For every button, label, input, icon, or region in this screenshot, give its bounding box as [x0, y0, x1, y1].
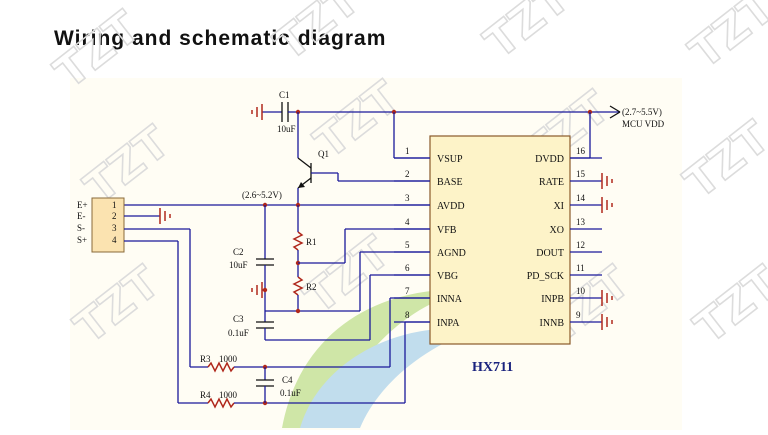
pin-name: INNB	[540, 318, 565, 329]
r4-ref: R4	[200, 390, 211, 400]
c1-ref: C1	[279, 90, 290, 100]
pin-num: 12	[576, 240, 585, 250]
watermark: TZT	[680, 0, 768, 79]
pin-name: BASE	[437, 177, 463, 188]
pin-num: 3	[405, 193, 410, 203]
pin-num: 1	[405, 146, 410, 156]
pin-name: RATE	[539, 177, 564, 188]
load-cell-connector	[91, 197, 125, 253]
pin-num: 4	[405, 217, 410, 227]
watermark: TZT	[675, 112, 768, 209]
connector-label-e-minus: E-	[77, 211, 86, 221]
c2-value: 10uF	[229, 260, 248, 270]
c3-value: 0.1uF	[228, 328, 249, 338]
page-title: Wiring and schematic diagram	[54, 27, 387, 50]
c3-ref: C3	[233, 314, 244, 324]
c2-ref: C2	[233, 247, 244, 257]
pin-num: 16	[576, 146, 586, 156]
connector-label-s-plus: S+	[77, 235, 87, 245]
capacitor-c2	[256, 205, 274, 290]
pin-name: VFB	[437, 225, 457, 236]
left-pin-stubs	[394, 157, 430, 323]
watermark: TZT	[475, 0, 579, 69]
supply-name-label: MCU VDD	[622, 119, 665, 129]
connector-pin-3: 3	[112, 223, 117, 233]
avdd-range-label: (2.6~5.2V)	[242, 190, 282, 200]
pin-num: 7	[405, 286, 410, 296]
r3-ref: R3	[200, 354, 211, 364]
pin-name: INPA	[437, 318, 460, 329]
connector-pin-1: 1	[112, 200, 117, 210]
r4-value: 1000	[219, 390, 238, 400]
r2-ref: R2	[306, 282, 317, 292]
c4-value: 0.1uF	[280, 388, 301, 398]
pin-name: DOUT	[536, 248, 564, 259]
pin-name: XO	[550, 225, 564, 236]
pin-num: 8	[405, 310, 410, 320]
pin-num: 2	[405, 169, 410, 179]
pin-name: DVDD	[535, 154, 564, 165]
pin-num: 11	[576, 263, 585, 273]
e-minus-ground-net	[124, 208, 171, 224]
pin-name: AVDD	[437, 201, 465, 212]
pin-num: 6	[405, 263, 410, 273]
pin-name: XI	[553, 201, 564, 212]
watermark: TZT	[265, 0, 369, 71]
connector-label-e-plus: E+	[77, 200, 88, 210]
q1-ref: Q1	[318, 149, 329, 159]
pin-num: 5	[405, 240, 410, 250]
r1-ref: R1	[306, 237, 317, 247]
ground-icon	[601, 314, 613, 330]
ground-icon	[601, 197, 613, 213]
ground-icon	[601, 173, 613, 189]
connector-pin-4: 4	[112, 235, 117, 245]
pin-name: AGND	[437, 248, 466, 259]
pin-num: 9	[576, 310, 581, 320]
pin-name: VSUP	[437, 154, 463, 165]
pin-num: 10	[576, 286, 586, 296]
pin-num: 13	[576, 217, 586, 227]
c4-ref: C4	[282, 375, 293, 385]
ground-icon	[251, 104, 263, 120]
chip-name: HX711	[472, 360, 513, 375]
pin-num: 15	[576, 169, 586, 179]
ground-icon	[251, 282, 263, 298]
c1-value: 10uF	[277, 124, 296, 134]
pin-name: INPB	[541, 294, 564, 305]
connector-pin-2: 2	[112, 211, 117, 221]
supply-range-label: (2.7~5.5V)	[622, 107, 662, 117]
pin-name: INNA	[437, 294, 463, 305]
hx711-chip	[429, 135, 571, 345]
right-pin-stubs	[570, 157, 602, 323]
connector-label-s-minus: S-	[77, 223, 85, 233]
pin-num: 14	[576, 193, 586, 203]
watermark: TZT	[685, 257, 768, 354]
r3-value: 1000	[219, 354, 238, 364]
pin-name: VBG	[437, 271, 458, 282]
pin-name: PD_SCK	[527, 271, 565, 282]
ground-icon	[601, 290, 613, 306]
